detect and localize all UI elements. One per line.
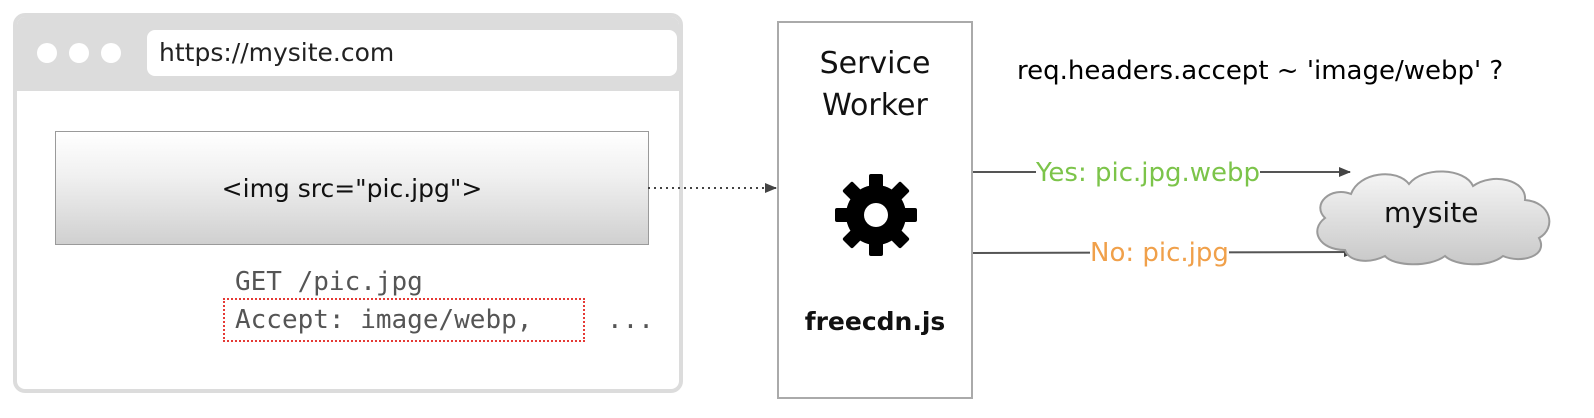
address-bar[interactable]: https://mysite.com [147, 30, 677, 76]
window-dot-icon [37, 43, 57, 63]
origin-label: mysite [1384, 196, 1479, 229]
service-worker-title-line2: Worker [822, 88, 928, 123]
cloud-icon [1316, 170, 1551, 266]
img-element-box: <img src="pic.jpg"> [55, 131, 649, 245]
window-dot-icon [69, 43, 89, 63]
no-branch-label: No: pic.jpg [1090, 238, 1229, 268]
accept-header-ellipsis: ... [607, 305, 654, 335]
service-worker-box: Service Worker freecdn.js [777, 21, 973, 399]
service-worker-title-line1: Service [819, 46, 931, 81]
address-bar-url: https://mysite.com [159, 38, 395, 67]
browser-window: https://mysite.com <img src="pic.jpg"> G… [13, 13, 683, 393]
window-dot-icon [101, 43, 121, 63]
accept-header-highlight [223, 298, 585, 342]
accept-condition: req.headers.accept ~ 'image/webp' ? [1017, 56, 1504, 86]
accept-header: Accept: image/webp, [235, 305, 533, 335]
browser-toolbar: https://mysite.com [17, 17, 679, 91]
gear-icon [835, 174, 917, 256]
request-line: GET /pic.jpg [235, 267, 423, 297]
service-worker-title: Service Worker [779, 43, 971, 127]
yes-branch-label: Yes: pic.jpg.webp [1036, 158, 1261, 188]
service-worker-script: freecdn.js [804, 307, 946, 336]
img-tag-text: <img src="pic.jpg"> [221, 173, 483, 203]
